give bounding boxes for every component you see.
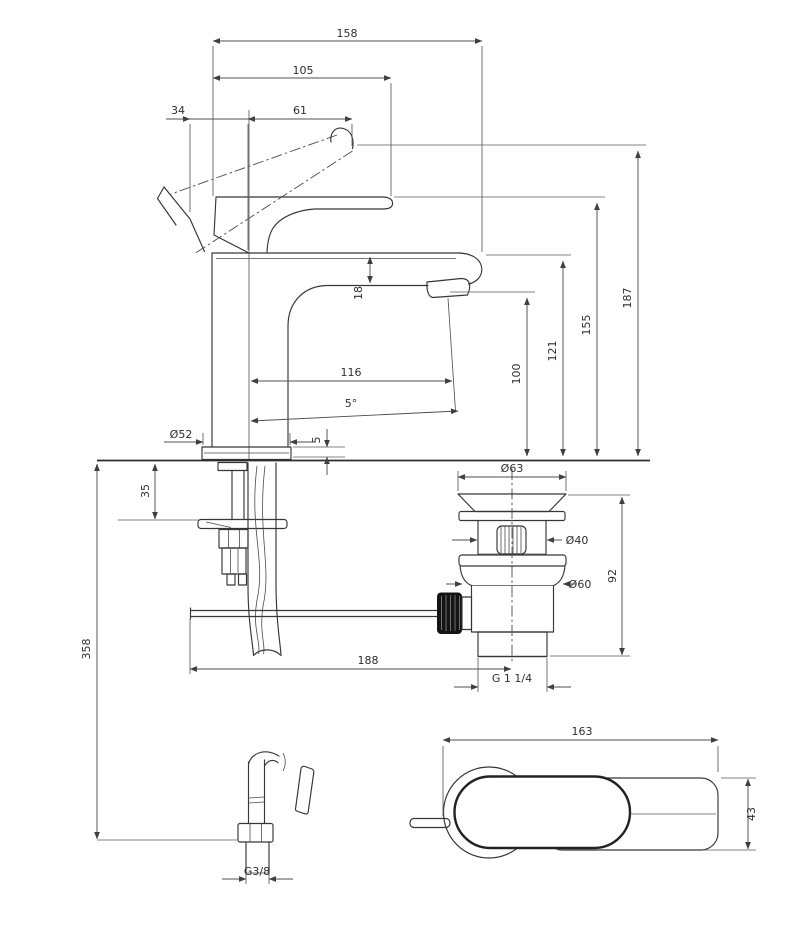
dim-overall-depth-158: 158: [212, 27, 483, 252]
dim-waste-plug-40: Ø40: [452, 534, 588, 547]
dim-spray-angle-5deg: 5°: [250, 397, 459, 424]
dim-label-dia40: Ø40: [566, 534, 589, 547]
dim-label-358: 358: [80, 639, 93, 660]
dim-hose-drop-358: 358: [80, 463, 238, 841]
dim-label-105: 105: [293, 64, 314, 77]
dim-spout-drop-18: 18: [352, 256, 373, 300]
top-view-lever-stick: [409, 817, 451, 829]
dim-label-121: 121: [546, 341, 559, 362]
handle-raised-axis-lower: [193, 150, 353, 255]
dim-label-158: 158: [337, 27, 358, 40]
water-stream-line: [447, 297, 456, 412]
handle-raised-end: [163, 186, 206, 253]
handle-raised-end-edge: [156, 186, 177, 226]
pop-up-waste-assembly: [437, 469, 567, 663]
knob-knurl: [441, 595, 460, 631]
shank-collar: [217, 461, 248, 472]
spout-nose: [458, 252, 483, 285]
dim-spout-tip-105: 105: [212, 64, 392, 196]
dim-label-dia52: Ø52: [170, 428, 193, 441]
flex-hose: [247, 462, 255, 656]
dim-label-61: 61: [293, 104, 307, 117]
dim-label-g38: G3/8: [244, 865, 270, 878]
dim-handle-length-61: 61: [247, 104, 353, 250]
dim-label-g114: G 1 1/4: [492, 672, 532, 685]
lever-handle-outline: [215, 196, 394, 253]
dim-handle-offset-34: 34: [166, 104, 248, 212]
dim-label-43: 43: [745, 807, 758, 821]
hose-end-detail: [237, 751, 315, 874]
dim-aerator-height-100: 100: [450, 291, 535, 457]
dim-label-100: 100: [510, 364, 523, 385]
dim-label-187: 187: [621, 288, 634, 309]
mounting-nut: [218, 528, 249, 549]
top-view-handle-stadium: [453, 775, 632, 850]
dim-waste-body-60: Ø60: [446, 578, 591, 591]
dim-spout-reach-116: 116: [250, 366, 453, 384]
dim-label-163: 163: [572, 725, 593, 738]
base-plate: [201, 446, 292, 461]
dim-hose-thread-g38: G3/8: [222, 865, 293, 884]
dim-waste-thread-g114: G 1 1/4: [454, 658, 571, 692]
dim-base-diameter-52: Ø52: [164, 428, 312, 445]
horseshoe-washer: [197, 518, 288, 530]
dim-label-5deg: 5°: [345, 397, 358, 410]
faucet-mounting-hardware: [189, 461, 438, 657]
dim-label-dia63: Ø63: [501, 462, 524, 475]
dim-top-width-43: 43: [703, 777, 758, 851]
aerator: [426, 277, 471, 299]
dim-label-18: 18: [352, 286, 365, 300]
dim-spout-top-height-155: 155: [394, 196, 605, 457]
dim-label-116: 116: [341, 366, 362, 379]
dim-label-34: 34: [171, 104, 185, 117]
dim-label-35: 35: [139, 484, 152, 498]
waste-flange: [458, 554, 567, 567]
dim-rod-reach-188: 188: [189, 619, 512, 674]
hose-nut: [237, 822, 274, 843]
handle-raised-tip: [330, 127, 354, 150]
dim-label-92: 92: [606, 569, 619, 583]
dim-top-length-163: 163: [442, 725, 719, 816]
faucet-side-view: [156, 110, 483, 461]
dim-label-dia60: Ø60: [569, 578, 592, 591]
hose-angled-segment: [294, 765, 315, 815]
dim-deck-height-121: 121: [486, 254, 571, 457]
body-right-underside: [287, 284, 429, 448]
lever-handle-back: [213, 196, 249, 254]
waste-thread: [477, 631, 548, 658]
waste-body: [470, 584, 555, 633]
waste-plug-hatch: [500, 526, 522, 554]
dim-base-plate-5: 5: [293, 429, 345, 475]
dim-waste-flange-63: Ø63: [457, 462, 567, 491]
waste-plug: [496, 525, 527, 555]
dim-label-155: 155: [580, 315, 593, 336]
dim-counter-thickness-35: 35: [118, 463, 199, 521]
waste-knurled-knob: [437, 592, 462, 634]
handle-raised-axis-upper: [170, 134, 338, 195]
dim-overall-height-187: 187: [357, 144, 646, 457]
dim-label-5: 5: [310, 437, 323, 444]
dim-waste-height-92: 92: [550, 494, 630, 657]
dim-label-188: 188: [358, 654, 379, 667]
faucet-top-view: [409, 766, 719, 859]
